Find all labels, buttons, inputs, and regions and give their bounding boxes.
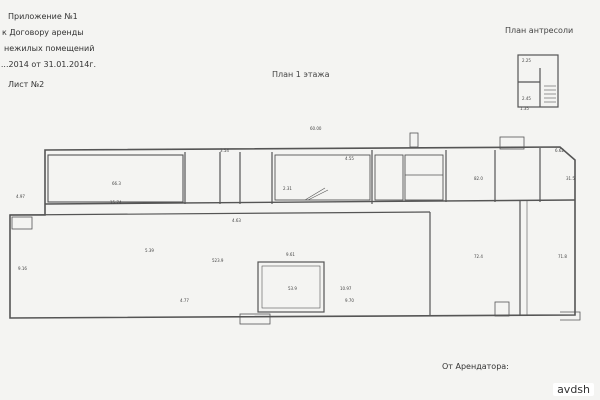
date-label: № ...2014 от 31.01.2014г. <box>0 60 97 69</box>
dim-lobby: 4.63 <box>232 218 241 223</box>
dim-room-right-a: 82.0 <box>474 176 483 181</box>
dim-wall-f: 4.97 <box>16 194 25 199</box>
watermark-badge: avdsh <box>553 383 594 396</box>
dim-mezz-bottom: 1.35 <box>520 106 529 111</box>
dim-room-center-b: 2.31 <box>283 186 292 191</box>
mezzanine-plan-title: План антресоли <box>505 26 574 35</box>
floor-plan-title: План 1 этажа <box>272 70 330 79</box>
dim-wall-e: 3.54 <box>220 148 229 153</box>
sheet-label: Лист №2 <box>8 80 45 89</box>
dim-room-center: 4.55 <box>345 156 354 161</box>
dim-mezz-side: 2.45 <box>522 96 531 101</box>
outer-wall <box>9 146 576 319</box>
dim-wall-b: 10.97 <box>340 286 352 291</box>
dim-hall-area: 523.9 <box>212 258 224 263</box>
dim-right-hall-b: 71.8 <box>558 254 567 259</box>
dim-left-height: 9.16 <box>18 266 27 271</box>
dim-right-hall: 72.4 <box>474 254 483 259</box>
dim-inner-area: 53.9 <box>288 286 297 291</box>
dim-overall-top: 60.00 <box>310 126 322 131</box>
dim-room-right-b: 31.5 <box>566 176 575 181</box>
dim-wall-d: 6.62 <box>555 148 564 153</box>
premises-label: нежилых помещений <box>4 44 95 53</box>
tenant-signature-label: От Арендатора: <box>442 362 509 371</box>
appendix-label: Приложение №1 <box>8 12 78 21</box>
dim-room-left: 66.3 <box>112 181 121 186</box>
dim-wall-c: 9.70 <box>345 298 354 303</box>
dim-hall-small: 4.77 <box>180 298 189 303</box>
dim-hall-main: 5.39 <box>145 248 154 253</box>
mezzanine-outline <box>517 54 559 108</box>
dim-wall-a: 15.74 <box>110 200 122 205</box>
contract-label: к Договору аренды <box>2 28 84 37</box>
dim-mezz-top: 2.25 <box>522 58 531 63</box>
dim-inner-block: 9.61 <box>286 252 295 257</box>
